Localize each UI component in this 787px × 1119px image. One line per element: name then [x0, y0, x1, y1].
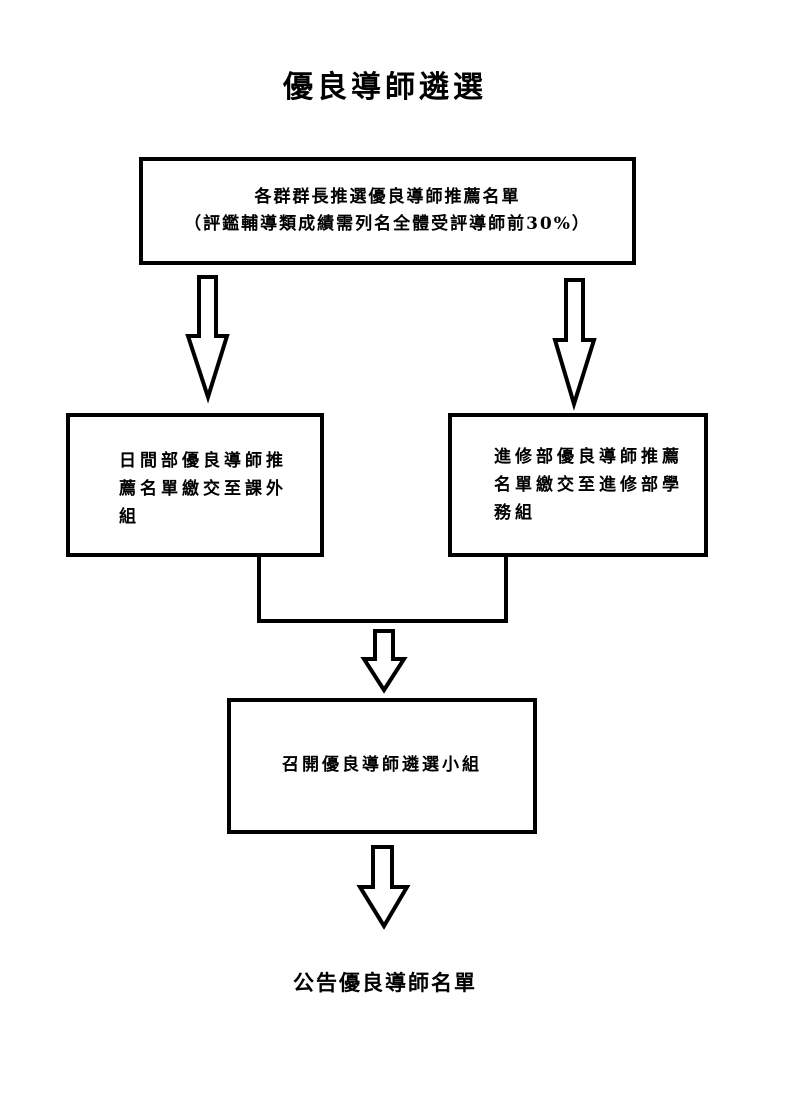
selection-committee-box: 召開優良導師遴選小組 — [227, 698, 537, 834]
arrow-down-final — [356, 845, 411, 930]
evening-division-text: 進修部優良導師推薦名單繳交至進修部學務組 — [494, 447, 683, 523]
evening-division-box: 進修部優良導師推薦名單繳交至進修部學務組 — [448, 413, 708, 557]
day-division-text: 日間部優良導師推薦名單繳交至課外組 — [119, 451, 287, 527]
day-division-box: 日間部優良導師推薦名單繳交至課外組 — [66, 413, 324, 557]
arrow-down-merge — [360, 629, 408, 694]
step-nominate-line2: （評鑑輔導類成績需列名全體受評導師前30%） — [184, 214, 591, 234]
merge-connector — [257, 557, 508, 623]
arrow-down-left — [185, 275, 230, 404]
step-nominate-box: 各群群長推選優良導師推薦名單 （評鑑輔導類成績需列名全體受評導師前30%） — [139, 157, 636, 265]
step-nominate-line1: 各群群長推選優良導師推薦名單 — [254, 187, 521, 207]
announce-result-text: 公告優良導師名單 — [293, 970, 477, 995]
arrow-down-right — [552, 278, 597, 411]
selection-committee-text: 召開優良導師遴選小組 — [282, 755, 482, 775]
diagram-title: 優良導師遴選 — [283, 70, 487, 105]
